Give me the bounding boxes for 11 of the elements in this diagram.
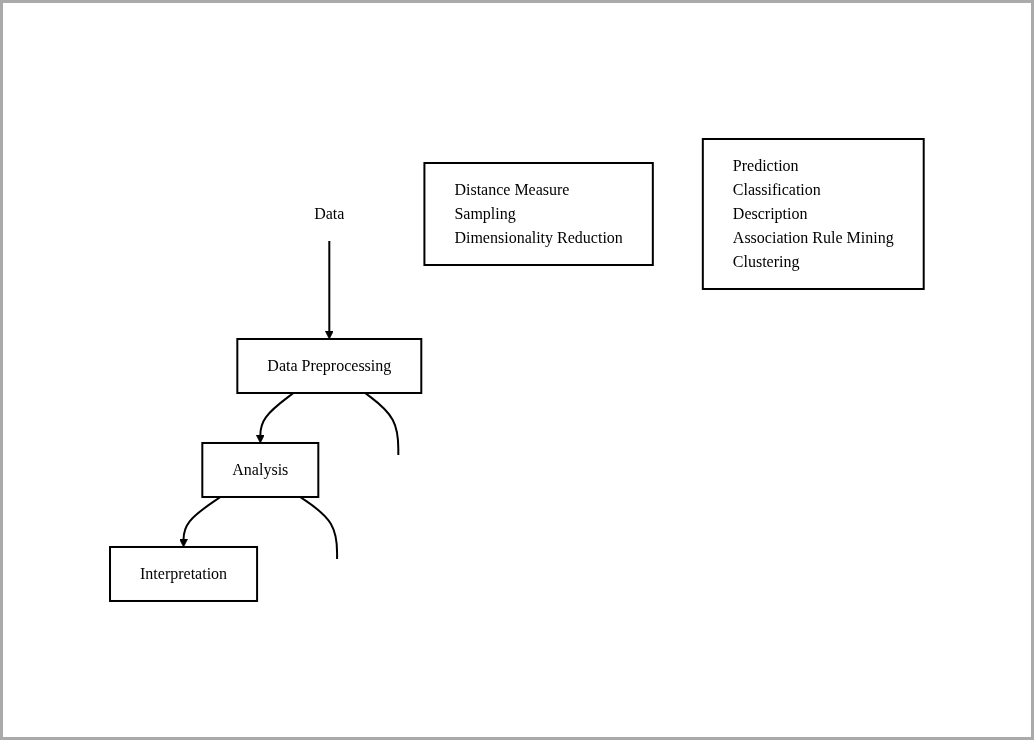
node-box: Prediction Classification Description Association Rule Mining Clustering	[701, 138, 925, 290]
node-box: Analysis	[201, 442, 320, 498]
node-text: Data	[314, 205, 345, 222]
node-box: Data Preprocessing	[236, 338, 423, 394]
arrow	[179, 496, 222, 548]
connector	[364, 392, 400, 456]
arrow	[325, 240, 334, 340]
node-box: Interpretation	[109, 546, 259, 602]
node-box: Distance Measure Sampling Dimensionality Reduction	[423, 162, 654, 266]
connector	[299, 496, 339, 560]
arrow	[256, 392, 295, 444]
